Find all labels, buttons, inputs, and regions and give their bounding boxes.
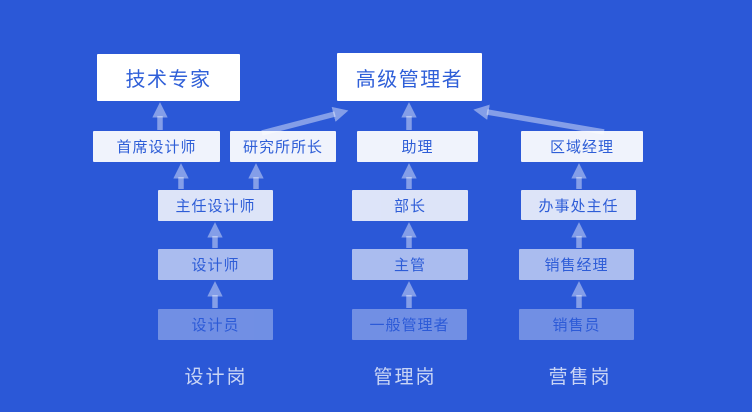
arrow-regional-manager-to-senior-manager (473, 104, 605, 135)
org-node-salesperson: 销售员 (519, 309, 634, 340)
org-node-sales-manager: 销售经理 (519, 249, 634, 280)
org-node-tech-expert: 技术专家 (97, 54, 240, 101)
group-label-management: 管理岗 (373, 367, 437, 388)
org-node-institute-head: 研究所所长 (230, 131, 336, 162)
group-label-sales: 营售岗 (548, 367, 612, 388)
org-node-assistant: 助理 (357, 131, 478, 162)
org-node-principal-designer: 主任设计师 (158, 190, 273, 221)
org-node-chief-designer: 首席设计师 (93, 131, 220, 162)
org-node-department-head: 部长 (352, 190, 468, 221)
org-node-general-manager: 一般管理者 (352, 309, 467, 340)
org-node-office-head: 办事处主任 (521, 190, 636, 220)
org-node-designer: 设计师 (158, 249, 273, 280)
group-label-design: 设计岗 (184, 367, 248, 388)
org-node-supervisor: 主管 (352, 249, 468, 280)
org-node-senior-manager: 高级管理者 (337, 53, 482, 101)
org-node-junior-designer: 设计员 (158, 309, 273, 340)
org-node-regional-manager: 区域经理 (521, 131, 643, 162)
